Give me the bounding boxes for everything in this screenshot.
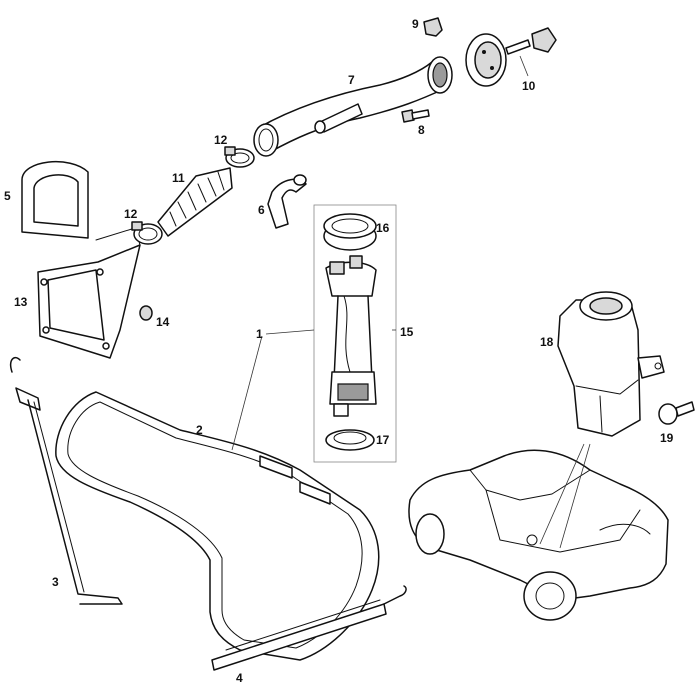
- callout-16: 16: [376, 221, 390, 235]
- part-14-grommet: [139, 305, 153, 321]
- callout-8: 8: [418, 123, 425, 137]
- leader-lines: [231, 55, 591, 549]
- part-5-gasket: [21, 160, 89, 239]
- callout-2: 2: [196, 423, 203, 437]
- part-2-fuel-tank: [55, 391, 380, 661]
- part-4-strap: [211, 585, 407, 671]
- callout-6: 6: [258, 203, 265, 217]
- part-9-plug: [423, 17, 443, 37]
- part-6-hose: [267, 174, 307, 229]
- part-18-canister: [557, 291, 665, 437]
- callout-5: 5: [4, 189, 11, 203]
- part-17-seal: [325, 429, 375, 451]
- part-8-bolt: [401, 109, 430, 123]
- callout-17: 17: [376, 433, 390, 447]
- callout-7: 7: [348, 73, 355, 87]
- callout-10: 10: [522, 79, 536, 93]
- car-illustration: [408, 449, 669, 621]
- callout-4: 4: [236, 671, 243, 685]
- callout-11: 11: [172, 171, 185, 185]
- callout-13: 13: [14, 295, 28, 309]
- callout-12b: 12: [124, 207, 138, 221]
- part-7-filler-neck: [253, 56, 453, 157]
- part-15-fuel-pump: [325, 255, 377, 417]
- callout-15: 15: [400, 325, 414, 339]
- part-11-bellows-hose: [157, 167, 233, 237]
- callout-14: 14: [156, 315, 170, 329]
- part-12-clip-lower: [131, 221, 163, 245]
- part-10-filler-cap: [465, 27, 557, 87]
- part-16-lock-ring: [323, 213, 377, 251]
- part-15-pump-assembly-box: [313, 204, 397, 463]
- callout-3: 3: [52, 575, 59, 589]
- callout-9: 9: [412, 17, 419, 31]
- part-19-screw: [658, 401, 695, 425]
- callout-18: 18: [540, 335, 554, 349]
- callout-1: 1: [256, 327, 263, 341]
- part-3-strap: [9, 356, 123, 605]
- part-13-filler-housing: [37, 227, 141, 359]
- callout-12a: 12: [214, 133, 228, 147]
- callout-19: 19: [660, 431, 674, 445]
- callout-labels: 1 2 3 4 5 6 7 8 9 10 11 12 12 13 14 15 1…: [4, 17, 674, 685]
- part-12-clip-upper: [224, 146, 255, 168]
